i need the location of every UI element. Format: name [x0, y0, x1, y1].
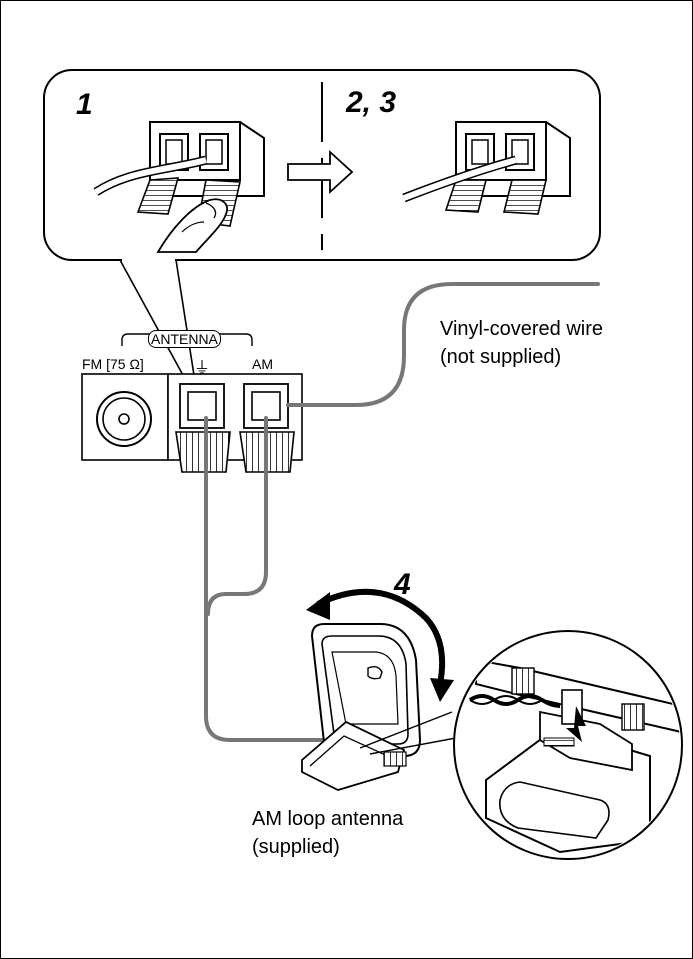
vinyl-wire-caption-line2: (not supplied) — [440, 346, 562, 368]
fm-terminal-label: FM [75 Ω] — [82, 356, 144, 372]
am-loop-antenna — [301, 623, 457, 791]
ground-symbol-icon: ⏚ — [194, 360, 211, 377]
terminal-block-step1 — [93, 121, 265, 253]
arrow-right-icon — [287, 149, 354, 195]
terminal-block-step23 — [402, 121, 571, 215]
step-2-3-label: 2, 3 — [346, 86, 397, 119]
antenna-terminal-panel — [81, 333, 303, 473]
antenna-group-label: ANTENNA — [148, 330, 221, 348]
step-4-label: 4 — [394, 568, 411, 601]
vinyl-wire-caption-line1: Vinyl-covered wire — [440, 318, 604, 340]
am-terminal-label: AM — [252, 356, 273, 372]
loop-antenna-caption-line2: (supplied) — [252, 836, 340, 858]
rotation-arrow-icon — [306, 588, 454, 702]
step-1-label: 1 — [76, 88, 93, 121]
magnifier-detail — [453, 630, 683, 860]
loop-antenna-caption-line1: AM loop antenna — [252, 808, 404, 830]
wires — [204, 282, 600, 742]
